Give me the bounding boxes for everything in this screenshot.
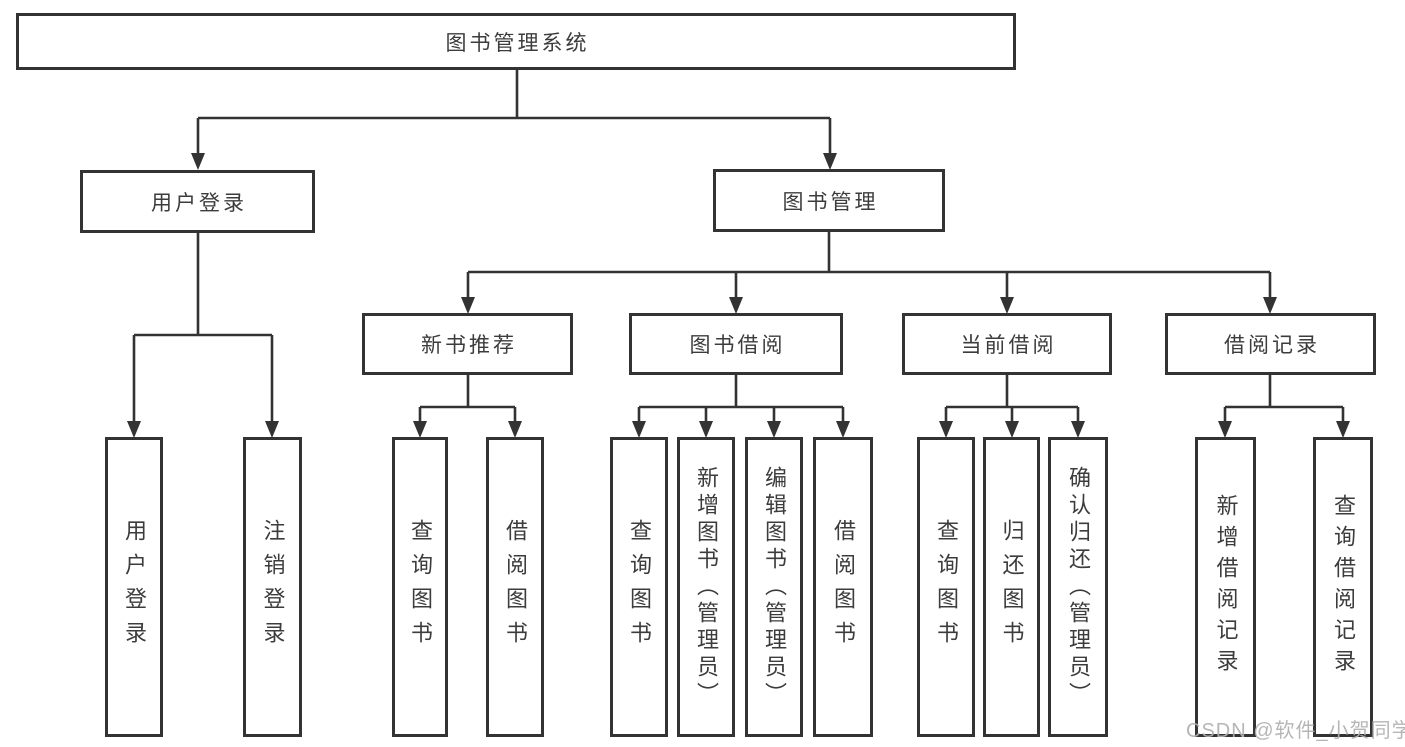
arrowhead: [191, 153, 205, 170]
arrowhead: [1218, 421, 1232, 438]
node-label: 借阅记录: [1224, 334, 1320, 357]
leaf-records-query-record: 查询借阅记录: [1313, 437, 1373, 737]
arrowhead: [461, 297, 475, 314]
leaf-label: 查询借阅记录: [1331, 494, 1356, 680]
node-label: 图书管理系统: [445, 31, 590, 55]
node-label: 用户登录: [151, 191, 247, 215]
node-label: 图书管理: [782, 190, 879, 214]
arrowhead: [632, 421, 646, 438]
leaf-label: 借阅图书: [503, 519, 528, 655]
node-book-management: 图书管理: [713, 169, 945, 232]
arrowhead: [699, 421, 713, 438]
node-current-borrowing: 当前借阅: [902, 313, 1112, 375]
leaf-label: 归还图书: [999, 519, 1025, 655]
node-label: 图书借阅: [689, 334, 786, 357]
arrowhead: [823, 153, 837, 170]
arrowhead: [1005, 421, 1019, 438]
arrowhead: [729, 297, 743, 314]
arrowhead: [767, 421, 781, 438]
arrowhead: [1336, 421, 1350, 438]
arrowhead: [413, 421, 427, 438]
connector-root-branch: [196, 70, 832, 156]
arrowhead: [1000, 297, 1014, 314]
leaf-borrowing-query-books: 查询图书: [610, 437, 668, 737]
leaf-user-login: 用户登录: [105, 437, 163, 737]
node-label: 当前借阅: [960, 334, 1057, 357]
leaf-label: 注销登录: [260, 519, 286, 655]
node-library-management-system: 图书管理系统: [16, 13, 1016, 70]
connector-borrow-record-branch: [1223, 375, 1345, 424]
connector-book-borrow-branch: [637, 375, 845, 424]
arrowhead: [836, 421, 850, 438]
arrowhead: [939, 421, 953, 438]
connector-user-login-branch: [132, 233, 274, 424]
leaf-records-add-record: 新增借阅记录: [1195, 437, 1256, 737]
node-new-book-recommendation: 新书推荐: [362, 313, 573, 375]
connector-book-mgmt-branch: [466, 232, 1272, 300]
leaf-borrowing-borrow-books: 借阅图书: [813, 437, 873, 737]
leaf-label: 新增图书（管理员）: [694, 465, 719, 709]
leaf-current-confirm-return-admin: 确认归还（管理员）: [1048, 437, 1108, 737]
connector-new-book-branch: [418, 375, 517, 424]
leaf-label: 查询图书: [627, 519, 652, 655]
leaf-borrowing-edit-books-admin: 编辑图书（管理员）: [745, 437, 803, 737]
leaf-recommend-query-books: 查询图书: [392, 437, 448, 737]
connector-current-borrow-branch: [944, 375, 1080, 424]
leaf-recommend-borrow-books: 借阅图书: [486, 437, 544, 737]
leaf-label: 查询图书: [408, 519, 433, 655]
csdn-watermark: CSDN @软件_小贺同学: [1186, 720, 1405, 742]
arrowhead: [1263, 297, 1277, 314]
node-user-login: 用户登录: [80, 170, 315, 233]
leaf-logout: 注销登录: [243, 437, 302, 737]
leaf-label: 用户登录: [122, 519, 147, 655]
leaf-label: 新增借阅记录: [1213, 494, 1239, 680]
leaf-current-return-books: 归还图书: [983, 437, 1040, 737]
node-book-borrowing: 图书借阅: [629, 313, 843, 375]
node-borrowing-records: 借阅记录: [1165, 313, 1376, 375]
arrowhead: [265, 421, 279, 438]
leaf-borrowing-add-books-admin: 新增图书（管理员）: [677, 437, 735, 737]
leaf-label: 确认归还（管理员）: [1066, 465, 1091, 709]
arrowhead: [508, 421, 522, 438]
leaf-label: 编辑图书（管理员）: [762, 465, 787, 709]
arrowhead: [1071, 421, 1085, 438]
leaf-label: 查询图书: [934, 519, 959, 655]
node-label: 新书推荐: [421, 334, 517, 357]
leaf-current-query-books: 查询图书: [917, 437, 975, 737]
arrowhead: [127, 421, 141, 438]
leaf-label: 借阅图书: [831, 519, 856, 655]
